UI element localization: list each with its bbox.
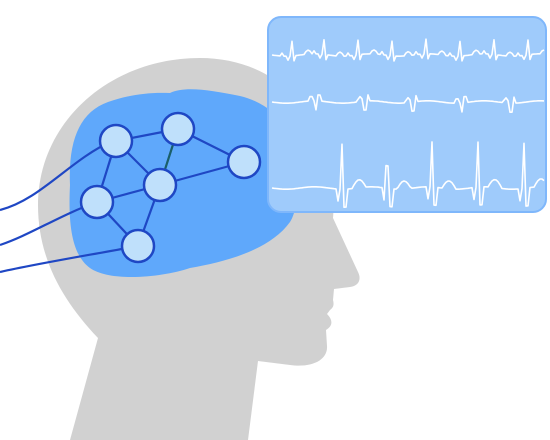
network-node [120, 228, 156, 264]
network-node [160, 111, 196, 147]
signal-trace-channel-1 [271, 38, 545, 62]
signal-trace-channel-2 [271, 94, 545, 113]
signal-trace-channel-3 [271, 141, 545, 208]
neural-network-icon [79, 111, 262, 264]
network-node [98, 123, 134, 159]
network-node [79, 184, 115, 220]
network-node [226, 144, 262, 180]
network-node [142, 167, 178, 203]
electrode-lead-wire [0, 139, 113, 212]
